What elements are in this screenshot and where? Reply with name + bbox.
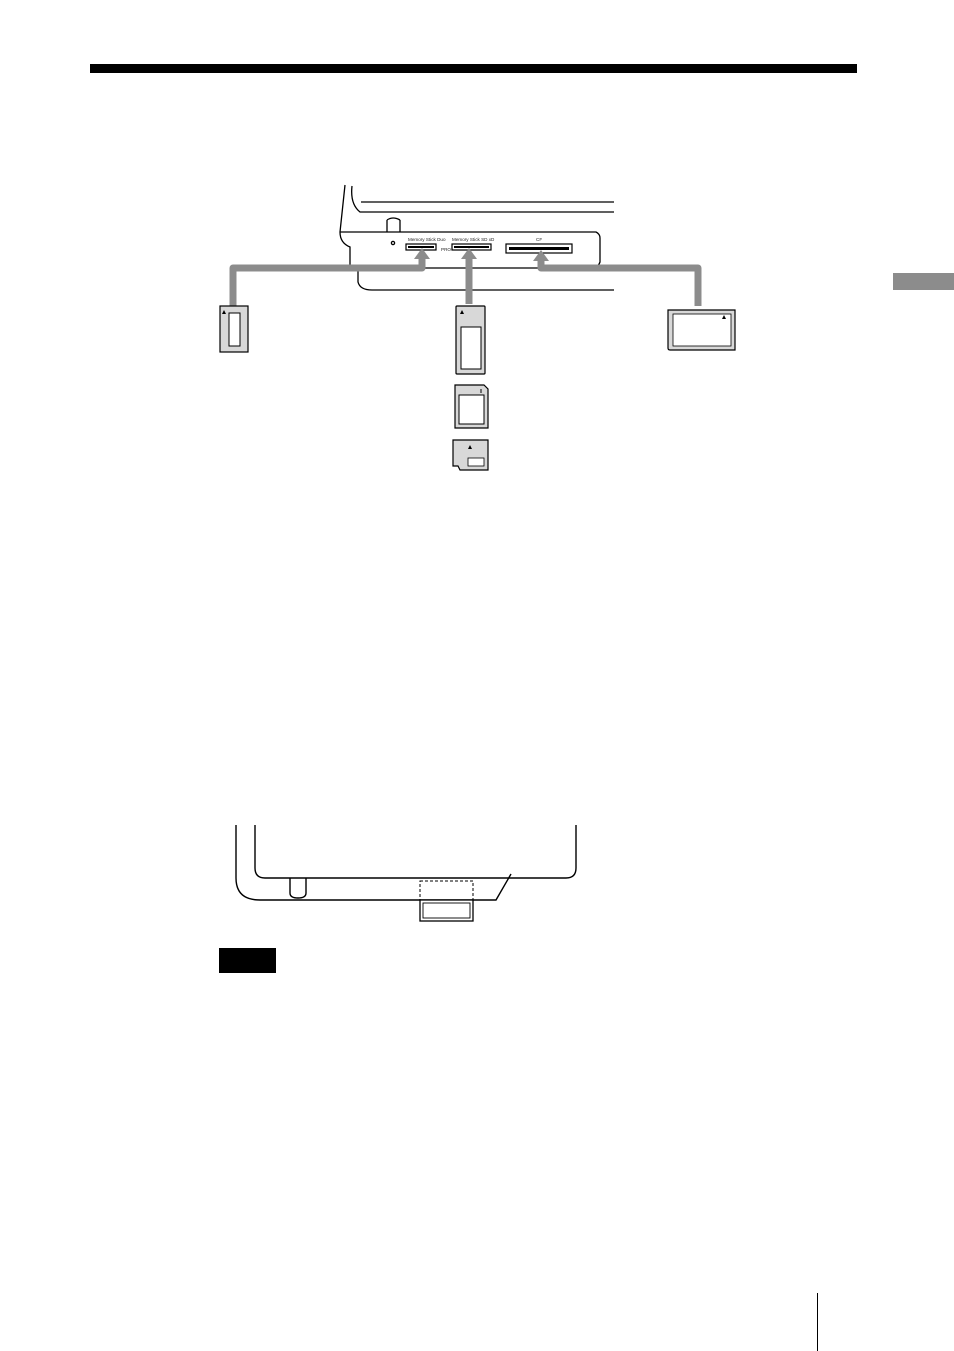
- slot-label-pro: PRO: [441, 247, 451, 252]
- memory-stick-card: [456, 306, 485, 374]
- inserted-card: [420, 881, 473, 921]
- printer-side-view: [236, 825, 576, 900]
- arrow-compactflash: [541, 258, 698, 306]
- arrow-memory-stick-duo: [233, 256, 422, 306]
- slot-label-ms-sd: Memory Stick SD xD: [452, 237, 495, 242]
- slot-label-cf: CF: [536, 237, 542, 242]
- xd-picture-card: [453, 440, 488, 470]
- insertion-arrows: [233, 256, 698, 306]
- card-slots: Memory Stick Duo PRO Memory Stick SD xD …: [406, 237, 572, 253]
- notes-badge: [219, 948, 276, 973]
- compactflash-card: [668, 310, 735, 350]
- memory-stick-duo-card: [220, 306, 248, 352]
- slot-label-duo: Memory Stick Duo: [408, 237, 446, 242]
- sd-card: [455, 385, 488, 428]
- page-number-rule: [817, 1293, 818, 1351]
